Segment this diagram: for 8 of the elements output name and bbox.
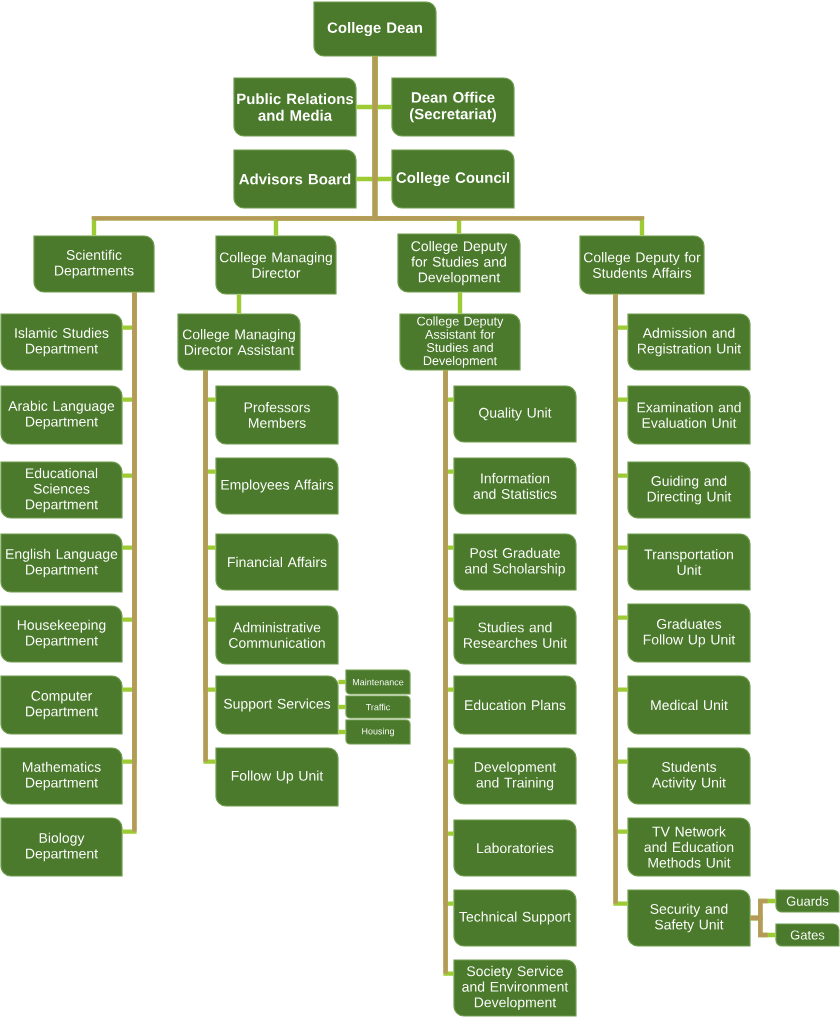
connector-line xyxy=(203,370,216,764)
connector-line xyxy=(236,294,242,314)
connector-line xyxy=(338,729,346,735)
connector-line xyxy=(457,292,463,314)
connector-line xyxy=(750,915,776,938)
connector-line xyxy=(372,56,645,236)
connector-line xyxy=(338,704,346,710)
connector-line xyxy=(338,679,346,685)
